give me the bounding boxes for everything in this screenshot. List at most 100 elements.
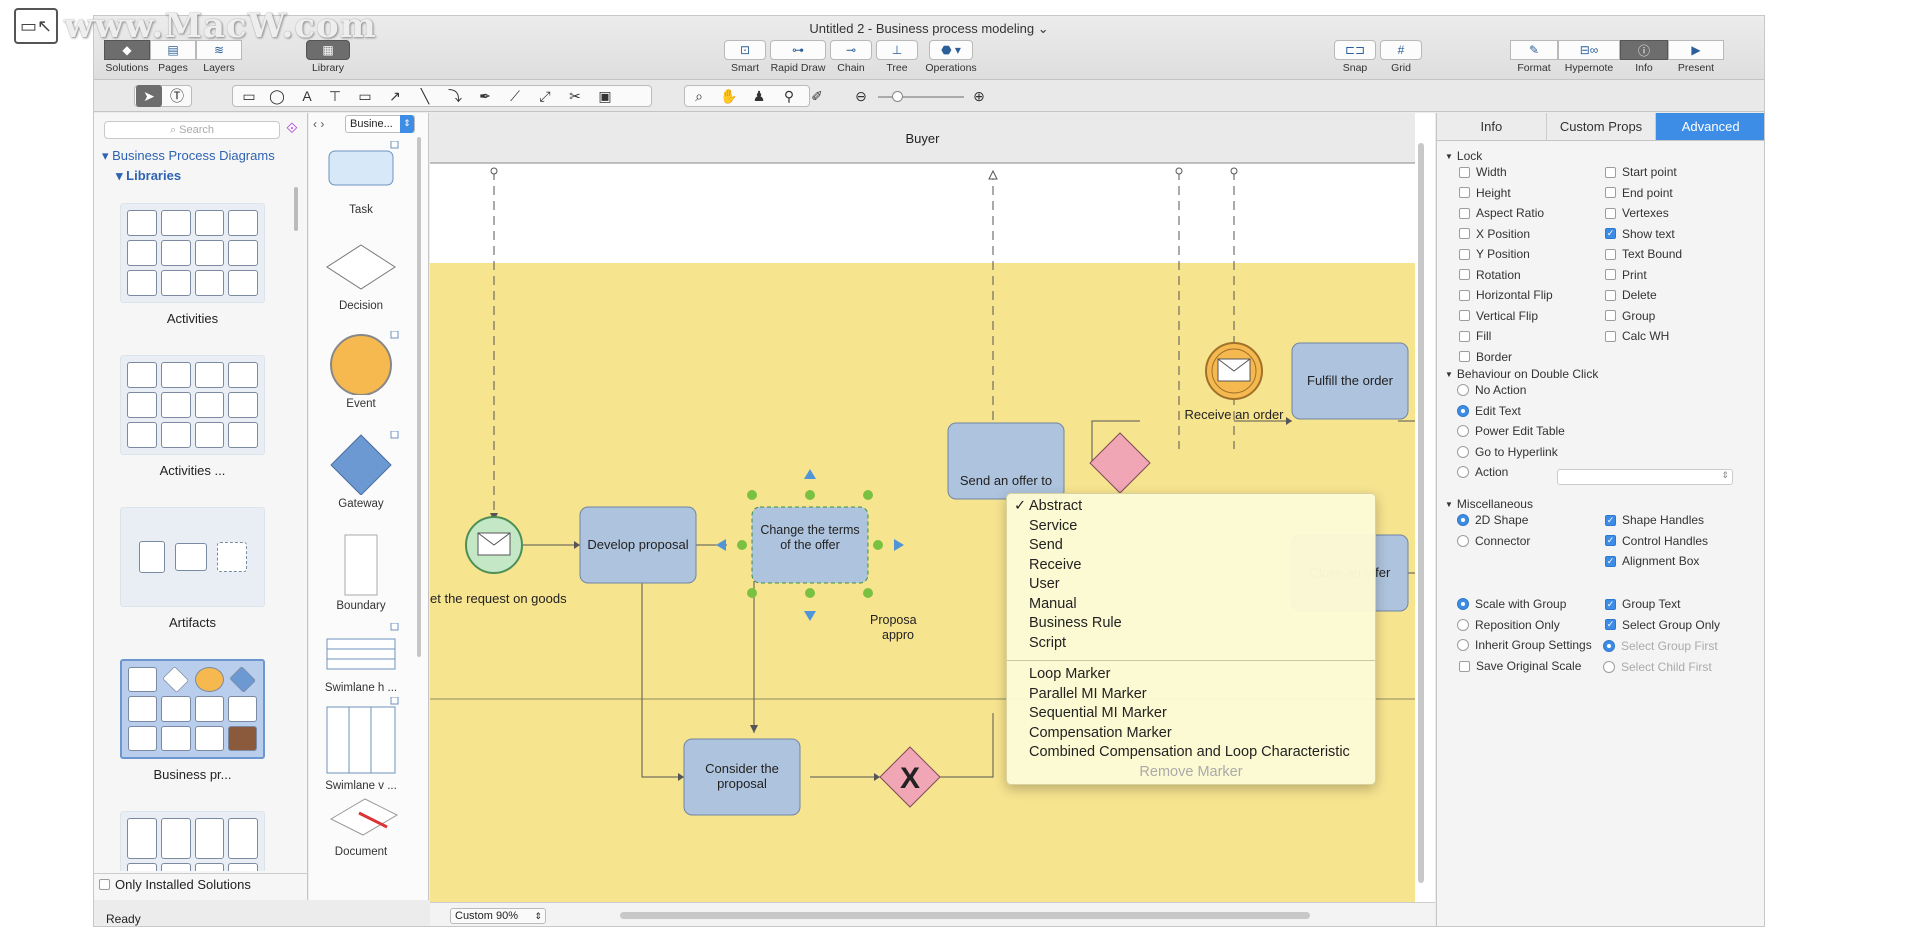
shape-document[interactable]: Document [309,793,413,858]
checkbox-end-point[interactable]: End point [1605,186,1673,200]
checkbox-alignment-box[interactable]: ✓Alignment Box [1605,554,1699,568]
nav-arrows[interactable]: ‹ › [313,117,325,131]
section-miscellaneous[interactable]: Miscellaneous [1445,497,1533,511]
edit-points-tool-icon[interactable]: ▣ [598,87,612,104]
pen-tool-icon[interactable]: ✒ [479,87,491,104]
shape-boundary[interactable]: Boundary [309,533,413,612]
search-input[interactable]: ⌕ Search [104,121,280,139]
radio-scale-with-group[interactable]: Scale with Group [1457,597,1566,611]
selection-handles[interactable] [716,469,904,621]
library-more[interactable] [120,811,265,871]
solutions-button[interactable]: ◆Solutions [104,40,150,74]
chain-button[interactable]: ⊸Chain [830,40,872,78]
sidebar-scrollbar[interactable] [294,187,298,231]
zoom-out-icon[interactable]: ⊖ [855,87,867,104]
operations-button[interactable]: ⬣ ▾Operations [922,40,980,78]
smart-button[interactable]: ⊡Smart [724,40,766,78]
pointer-tool-icon[interactable]: ➤ [136,85,162,107]
menu-item-loop-marker[interactable]: Loop Marker [1029,666,1111,682]
menu-item-business-rule[interactable]: Business Rule [1029,615,1122,631]
hypernote-button[interactable]: ⊟∞Hypernote [1558,40,1620,74]
arc-tool-icon[interactable]: ⤵ [448,88,462,104]
shapes-scrollbar[interactable] [417,137,421,657]
canvas-vscroll[interactable] [1418,143,1424,883]
checkbox-control-handles[interactable]: ✓Control Handles [1605,534,1708,548]
library-button[interactable]: ▦Library [306,40,350,78]
shape-task[interactable]: Task [309,140,413,216]
task-change-terms[interactable] [751,506,869,584]
shape-event[interactable]: Event [309,330,413,410]
checkbox-width[interactable]: Width [1459,165,1507,179]
radio-inherit-group-settings[interactable]: Inherit Group Settings [1457,638,1592,652]
checkbox-vertexes[interactable]: Vertexes [1605,206,1669,220]
grid-button[interactable]: #Grid [1380,40,1422,78]
checkbox-start-point[interactable]: Start point [1605,165,1677,179]
stamp-tool-icon[interactable]: ♟ [752,87,766,104]
checkbox-save-original-scale[interactable]: Save Original Scale [1459,659,1581,673]
bezier-tool-icon[interactable]: ⟋ [510,87,520,104]
textbox-tool-icon[interactable]: ⊤ [328,87,342,104]
line-tool-icon[interactable]: ╲ [420,87,430,104]
section-double-click[interactable]: Behaviour on Double Click [1445,367,1598,381]
menu-item-receive[interactable]: Receive [1029,556,1082,573]
checkbox-group[interactable]: Group [1605,309,1655,323]
connector-tool-icon[interactable]: ⤢ [539,87,551,104]
eyedropper-tool-icon[interactable]: ⚲ [783,87,795,104]
zoom-slider-knob[interactable] [892,91,903,102]
format-painter-tool-icon[interactable]: ✐ [811,87,823,104]
tab-advanced[interactable]: Advanced [1656,113,1764,140]
library-business-process[interactable]: Business pr... [120,659,265,782]
tab-info[interactable]: Info [1437,113,1547,140]
solutions-browser-icon[interactable]: ⟐ [286,120,298,137]
menu-item-send[interactable]: Send [1029,537,1063,553]
menu-item-parallel-mi-marker[interactable]: Parallel MI Marker [1029,685,1147,702]
checkbox-calc-wh[interactable]: Calc WH [1605,329,1669,343]
checkbox-border[interactable]: Border [1459,350,1512,364]
present-button[interactable]: ▶Present [1668,40,1724,74]
checkbox-show-text[interactable]: ✓Show text [1605,227,1675,241]
text-select-tool-icon[interactable]: Ⓣ [170,88,184,104]
scissors-tool-icon[interactable]: ✂ [569,87,581,104]
task-develop-proposal[interactable] [579,506,697,584]
format-button[interactable]: ✎Format [1510,40,1558,74]
checkbox-group-text[interactable]: ✓Group Text [1605,597,1680,611]
shape-swimlane-horizontal[interactable]: Swimlane h ... [309,622,413,694]
radio-connector[interactable]: Connector [1457,534,1530,548]
checkbox-rotation[interactable]: Rotation [1459,268,1521,282]
menu-item-compensation-marker[interactable]: Compensation Marker [1029,724,1172,741]
tree-libraries[interactable]: ▾ Libraries [116,168,182,183]
radio-2d-shape[interactable]: 2D Shape [1457,513,1528,527]
ellipse-tool-icon[interactable]: ◯ [269,87,285,104]
checkbox-horizontal-flip[interactable]: Horizontal Flip [1459,288,1553,302]
library-activities[interactable]: Activities [120,203,265,326]
checkbox-x-position[interactable]: X Position [1459,227,1530,241]
tree-business-process-diagrams[interactable]: ▾ Business Process Diagrams [102,148,275,163]
tab-custom-props[interactable]: Custom Props [1546,113,1657,140]
exclusive-gateway[interactable] [879,746,941,808]
shape-decision[interactable]: Decision [309,237,413,312]
checkbox-shape-handles[interactable]: ✓Shape Handles [1605,513,1704,527]
radio-reposition-only[interactable]: Reposition Only [1457,618,1560,632]
checkbox-y-position[interactable]: Y Position [1459,247,1530,261]
shape-gateway[interactable]: Gateway [309,430,413,510]
callout-tool-icon[interactable]: ▭ [358,87,372,104]
task-consider-proposal[interactable] [683,738,801,816]
menu-item-manual[interactable]: Manual [1029,595,1077,612]
layers-button[interactable]: ≋Layers [196,40,242,74]
checkbox-fill[interactable]: Fill [1459,329,1491,343]
radio-action[interactable]: Action [1457,465,1508,479]
shape-swimlane-vertical[interactable]: Swimlane v ... [309,696,413,792]
checkbox-print[interactable]: Print [1605,268,1647,282]
text-tool-icon[interactable]: A [302,88,312,104]
zoom-slider[interactable] [878,96,964,98]
section-lock[interactable]: Lock [1445,149,1482,163]
pages-button[interactable]: ▤Pages [150,40,196,74]
rapid-draw-button[interactable]: ⊶Rapid Draw [770,40,826,78]
radio-go-to-hyperlink[interactable]: Go to Hyperlink [1457,445,1558,459]
radio-no-action[interactable]: No Action [1457,383,1526,397]
menu-item-abstract[interactable]: Abstract [1007,498,1375,518]
action-select[interactable]: ⇕ [1557,469,1733,485]
canvas-hscroll[interactable] [620,912,1310,919]
zoom-select[interactable]: Custom 90%⇕ [450,908,546,924]
